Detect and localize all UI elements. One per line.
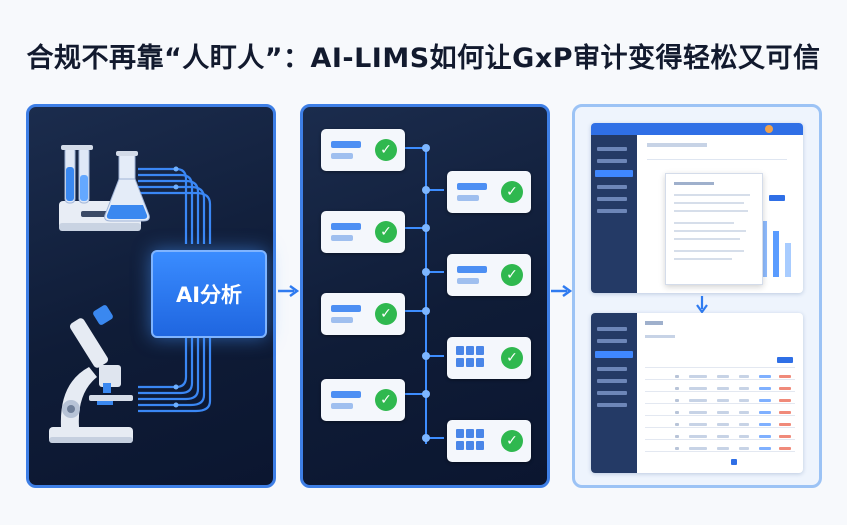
checkmark-icon: ✓ <box>375 221 397 243</box>
table-cell <box>779 387 791 390</box>
table-cell <box>739 435 749 438</box>
table-cell <box>717 423 729 426</box>
record-card: ✓ <box>321 129 405 171</box>
dataset-card: ✓ <box>447 420 531 462</box>
table-cell <box>717 399 729 402</box>
dataset-card: ✓ <box>447 337 531 379</box>
connector-lines <box>138 166 212 413</box>
table-cell <box>689 411 707 414</box>
checkmark-icon: ✓ <box>501 181 523 203</box>
table-cell <box>779 435 791 438</box>
checkmark-icon: ✓ <box>501 264 523 286</box>
table-cell <box>689 447 707 450</box>
table-cell <box>739 387 749 390</box>
audit-report-screen <box>591 123 803 293</box>
arrow-down-icon <box>696 296 708 314</box>
table-cell <box>759 399 771 402</box>
ai-analysis-box: AI分析 <box>151 250 267 338</box>
table-cell <box>717 447 729 450</box>
table-cell <box>675 423 679 426</box>
table-cell <box>759 411 771 414</box>
record-card: ✓ <box>447 171 531 213</box>
checkmark-icon: ✓ <box>501 430 523 452</box>
record-card: ✓ <box>321 211 405 253</box>
flask-icon <box>104 151 150 222</box>
table-cell <box>717 435 729 438</box>
table-cell <box>759 423 771 426</box>
table-cell <box>759 387 771 390</box>
arrow-right-icon <box>278 284 300 298</box>
table-cell <box>739 423 749 426</box>
table-cell <box>779 411 791 414</box>
table-cell <box>739 399 749 402</box>
table-cell <box>739 375 749 378</box>
table-cell <box>739 411 749 414</box>
table-cell <box>689 423 707 426</box>
table-cell <box>689 399 707 402</box>
table-cell <box>779 447 791 450</box>
report-dialog <box>665 173 763 285</box>
table-cell <box>759 447 771 450</box>
table-cell <box>759 375 771 378</box>
microscope-icon <box>49 305 133 443</box>
table-cell <box>779 399 791 402</box>
checkmark-icon: ✓ <box>375 139 397 161</box>
table-cell <box>675 411 679 414</box>
table-cell <box>717 411 729 414</box>
checkmark-icon: ✓ <box>501 347 523 369</box>
table-cell <box>759 435 771 438</box>
table-cell <box>675 435 679 438</box>
table-cell <box>675 375 679 378</box>
record-card: ✓ <box>447 254 531 296</box>
table-cell <box>675 447 679 450</box>
record-card: ✓ <box>321 379 405 421</box>
table-cell <box>689 375 707 378</box>
table-cell <box>779 423 791 426</box>
checkmark-icon: ✓ <box>375 389 397 411</box>
lims-dashboard-panel <box>572 104 822 488</box>
table-cell <box>779 375 791 378</box>
validation-flow-panel: ✓ ✓ ✓ ✓ ✓ ✓ ✓ ✓ <box>300 104 550 488</box>
flow-connectors <box>405 144 444 444</box>
avatar <box>765 125 773 133</box>
table-cell <box>717 375 729 378</box>
records-table <box>675 373 793 453</box>
table-cell <box>717 387 729 390</box>
arrow-right-icon <box>551 284 573 298</box>
checkmark-icon: ✓ <box>375 303 397 325</box>
table-cell <box>675 387 679 390</box>
records-table-screen <box>591 313 803 473</box>
table-cell <box>675 399 679 402</box>
page-title: 合规不再靠“人盯人”：AI-LIMS如何让GxP审计变得轻松又可信 <box>26 43 821 74</box>
table-cell <box>689 387 707 390</box>
record-card: ✓ <box>321 293 405 335</box>
table-cell <box>689 435 707 438</box>
lab-instruments-panel: AI分析 <box>26 104 276 488</box>
table-cell <box>739 447 749 450</box>
